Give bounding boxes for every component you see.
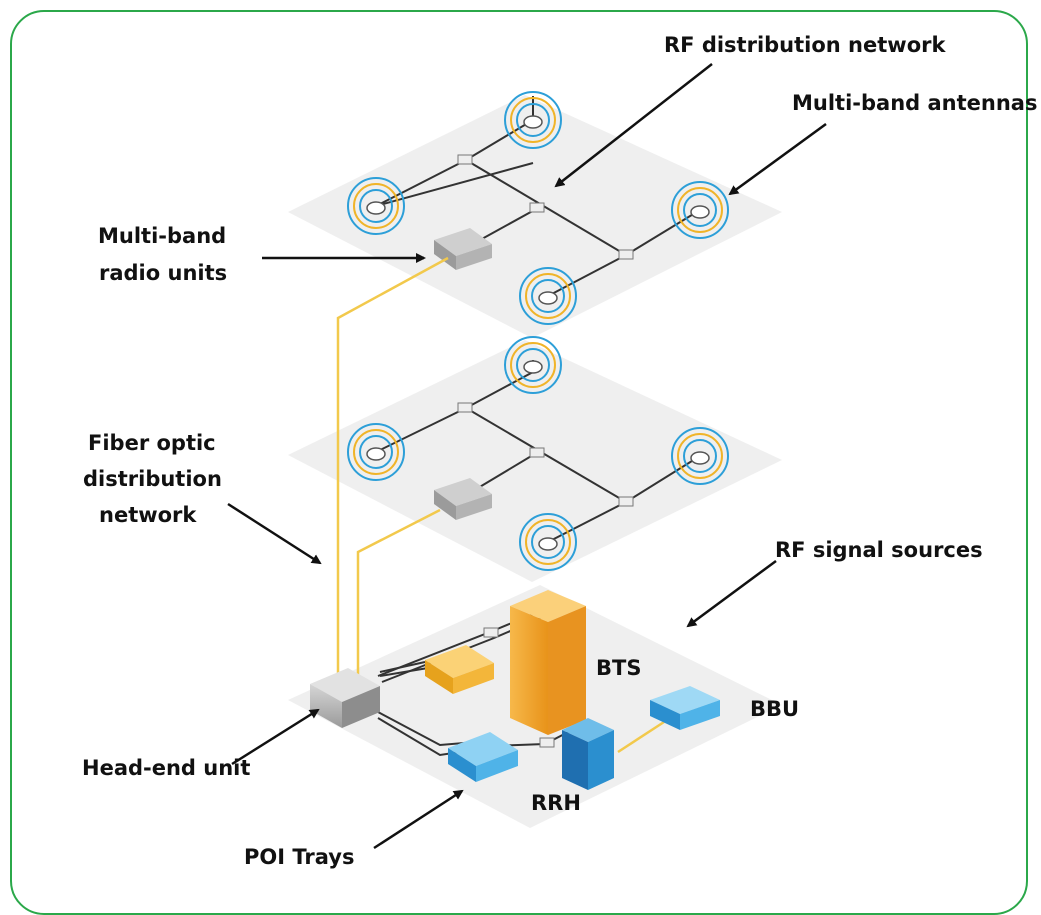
label-fiber-optic-line1: Fiber optic (88, 431, 216, 455)
labels: RF distribution network Multi-band anten… (82, 33, 1037, 869)
antenna-icon (347, 423, 405, 481)
floor-top (288, 91, 782, 338)
antenna-icon (519, 267, 577, 325)
splitter-icon (529, 202, 545, 213)
arrow-head-end-unit (231, 708, 320, 766)
label-multi-band-radio-units-line1: Multi-band (98, 224, 226, 248)
label-bbu: BBU (750, 697, 799, 721)
arrow-rf-distribution (554, 63, 713, 188)
antenna-icon (347, 177, 405, 235)
floor-plate (288, 340, 782, 582)
floor-bottom (288, 256, 782, 828)
label-rf-distribution-network: RF distribution network (664, 33, 946, 57)
splitter-icon (618, 249, 634, 260)
antenna-icon (504, 91, 562, 149)
arrow-fiber-optic (227, 502, 322, 565)
label-multi-band-antennas: Multi-band antennas (792, 91, 1037, 115)
splitter-icon (457, 402, 473, 413)
antenna-icon (671, 181, 729, 239)
antenna-icon (519, 513, 577, 571)
poi-tray-icon (448, 732, 518, 782)
label-fiber-optic-line2: distribution (83, 467, 222, 491)
splitter-icon (529, 447, 545, 458)
label-rrh: RRH (531, 791, 581, 815)
splitter-icon (457, 154, 473, 165)
bbu-icon (650, 686, 720, 730)
label-poi-trays: POI Trays (244, 845, 354, 869)
bts-cabinet-icon (510, 590, 586, 735)
antenna-icon (504, 336, 562, 394)
poi-tray-icon (425, 645, 494, 694)
label-head-end-unit: Head-end unit (82, 756, 250, 780)
rrh-icon (562, 718, 614, 790)
splitter-icon (539, 737, 555, 748)
label-rf-signal-sources: RF signal sources (775, 538, 983, 562)
label-fiber-optic-line3: network (99, 503, 197, 527)
floor-middle (288, 336, 782, 582)
label-bts: BTS (596, 656, 641, 680)
splitter-icon (618, 496, 634, 507)
callout-arrows (227, 63, 827, 850)
arrow-multi-band-antennas (728, 122, 827, 196)
arrow-rf-signal-sources (686, 559, 777, 628)
arrow-poi-trays (373, 789, 464, 850)
head-end-icon (310, 668, 380, 728)
splitter-icon (483, 627, 499, 638)
radio-unit-icon (434, 228, 492, 270)
radio-unit-icon (434, 478, 492, 520)
fiber-cables (336, 256, 665, 754)
antenna-icon (671, 427, 729, 485)
label-multi-band-radio-units-line2: radio units (99, 261, 227, 285)
floor-plate (288, 95, 782, 338)
